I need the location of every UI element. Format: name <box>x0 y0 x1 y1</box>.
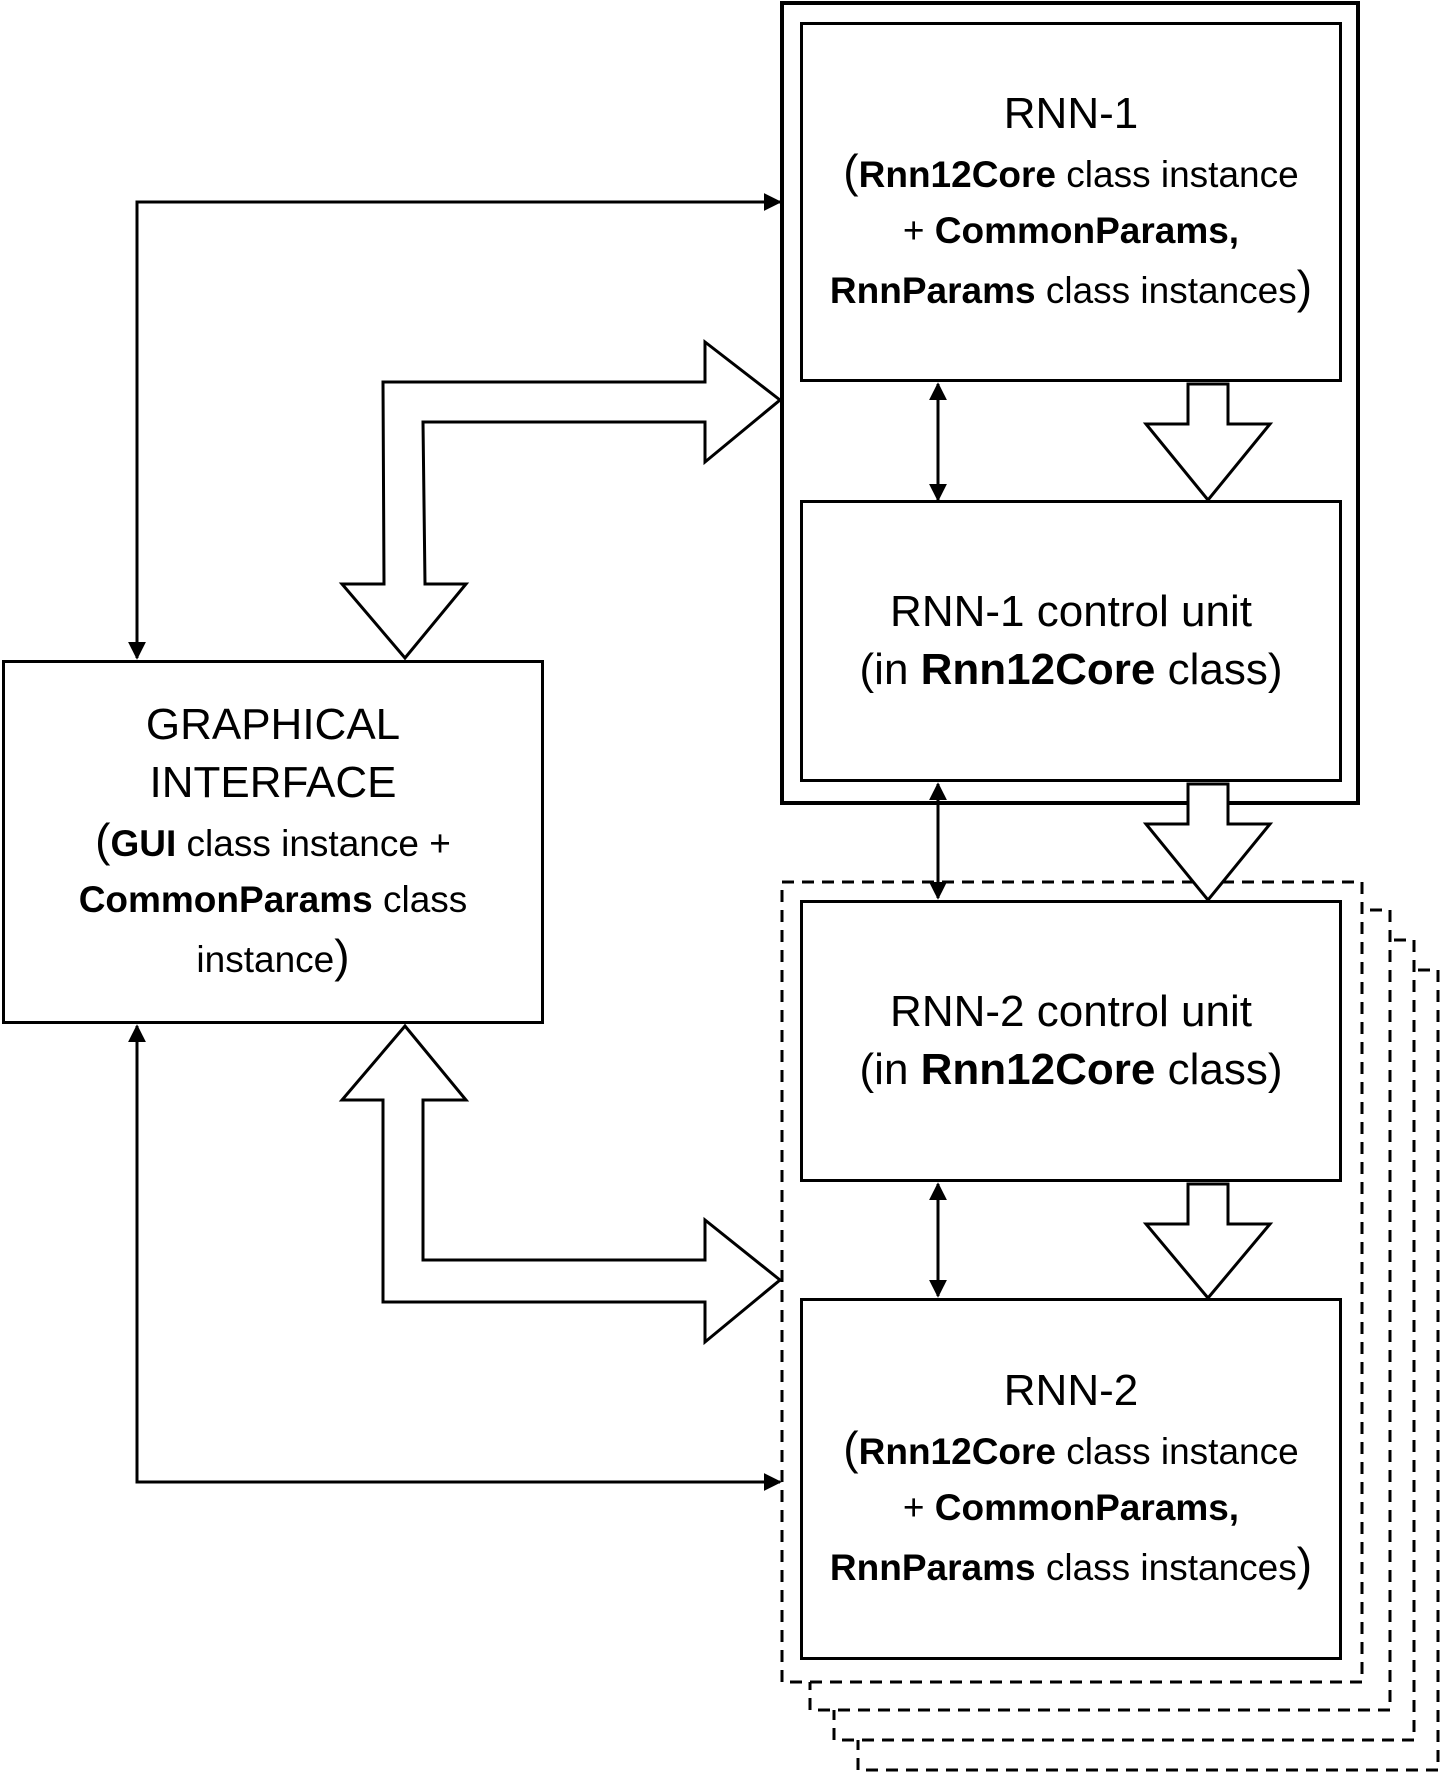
cu2-subtitle: (in Rnn12Core class) <box>859 1045 1283 1094</box>
cu1-subtitle: (in Rnn12Core class) <box>859 645 1283 694</box>
gui-title-line2: INTERFACE <box>149 758 397 807</box>
cu1-title: RNN-1 control unit <box>890 587 1252 636</box>
cu2-title: RNN-2 control unit <box>890 987 1252 1036</box>
rnn1-desc-line3: RnnParams class instances) <box>829 261 1313 313</box>
gui-box: GRAPHICAL INTERFACE (GUI class instance … <box>2 660 544 1024</box>
gui-title-line1: GRAPHICAL <box>145 700 401 749</box>
gui-rnn1-hollow-arrow <box>338 338 783 661</box>
cu1-cu2-hollow-arrow <box>1142 782 1274 903</box>
rnn2-desc-line3: RnnParams class instances) <box>829 1538 1313 1590</box>
rnn2-control-unit-box: RNN-2 control unit (in Rnn12Core class) <box>800 900 1342 1182</box>
rnn2-title: RNN-2 <box>1003 1366 1139 1415</box>
rnn1-desc-line2: + CommonParams, <box>902 210 1240 251</box>
rnn2-desc-line2: + CommonParams, <box>902 1487 1240 1528</box>
rnn1-title: RNN-1 <box>1003 89 1139 138</box>
rnn1-box: RNN-1 (Rnn12Core class instance + Common… <box>800 22 1342 382</box>
rnn2-box: RNN-2 (Rnn12Core class instance + Common… <box>800 1298 1342 1660</box>
cu2-rnn2-hollow-arrow <box>1142 1182 1274 1301</box>
gui-desc-line3: instance) <box>196 930 350 982</box>
rnn2-desc-line1: (Rnn12Core class instance <box>843 1422 1299 1474</box>
rnn1-cu1-hollow-arrow <box>1142 382 1274 503</box>
rnn1-control-unit-box: RNN-1 control unit (in Rnn12Core class) <box>800 500 1342 782</box>
gui-desc-line1: (GUI class instance + <box>95 814 451 866</box>
gui-desc-line2: CommonParams class <box>78 879 468 920</box>
rnn1-desc-line1: (Rnn12Core class instance <box>843 145 1299 197</box>
gui-rnn2-hollow-arrow <box>338 1023 783 1346</box>
gui-rnn2-bidir-arrow <box>128 1024 782 1491</box>
gui-rnn1-bidir-arrow <box>128 193 782 660</box>
